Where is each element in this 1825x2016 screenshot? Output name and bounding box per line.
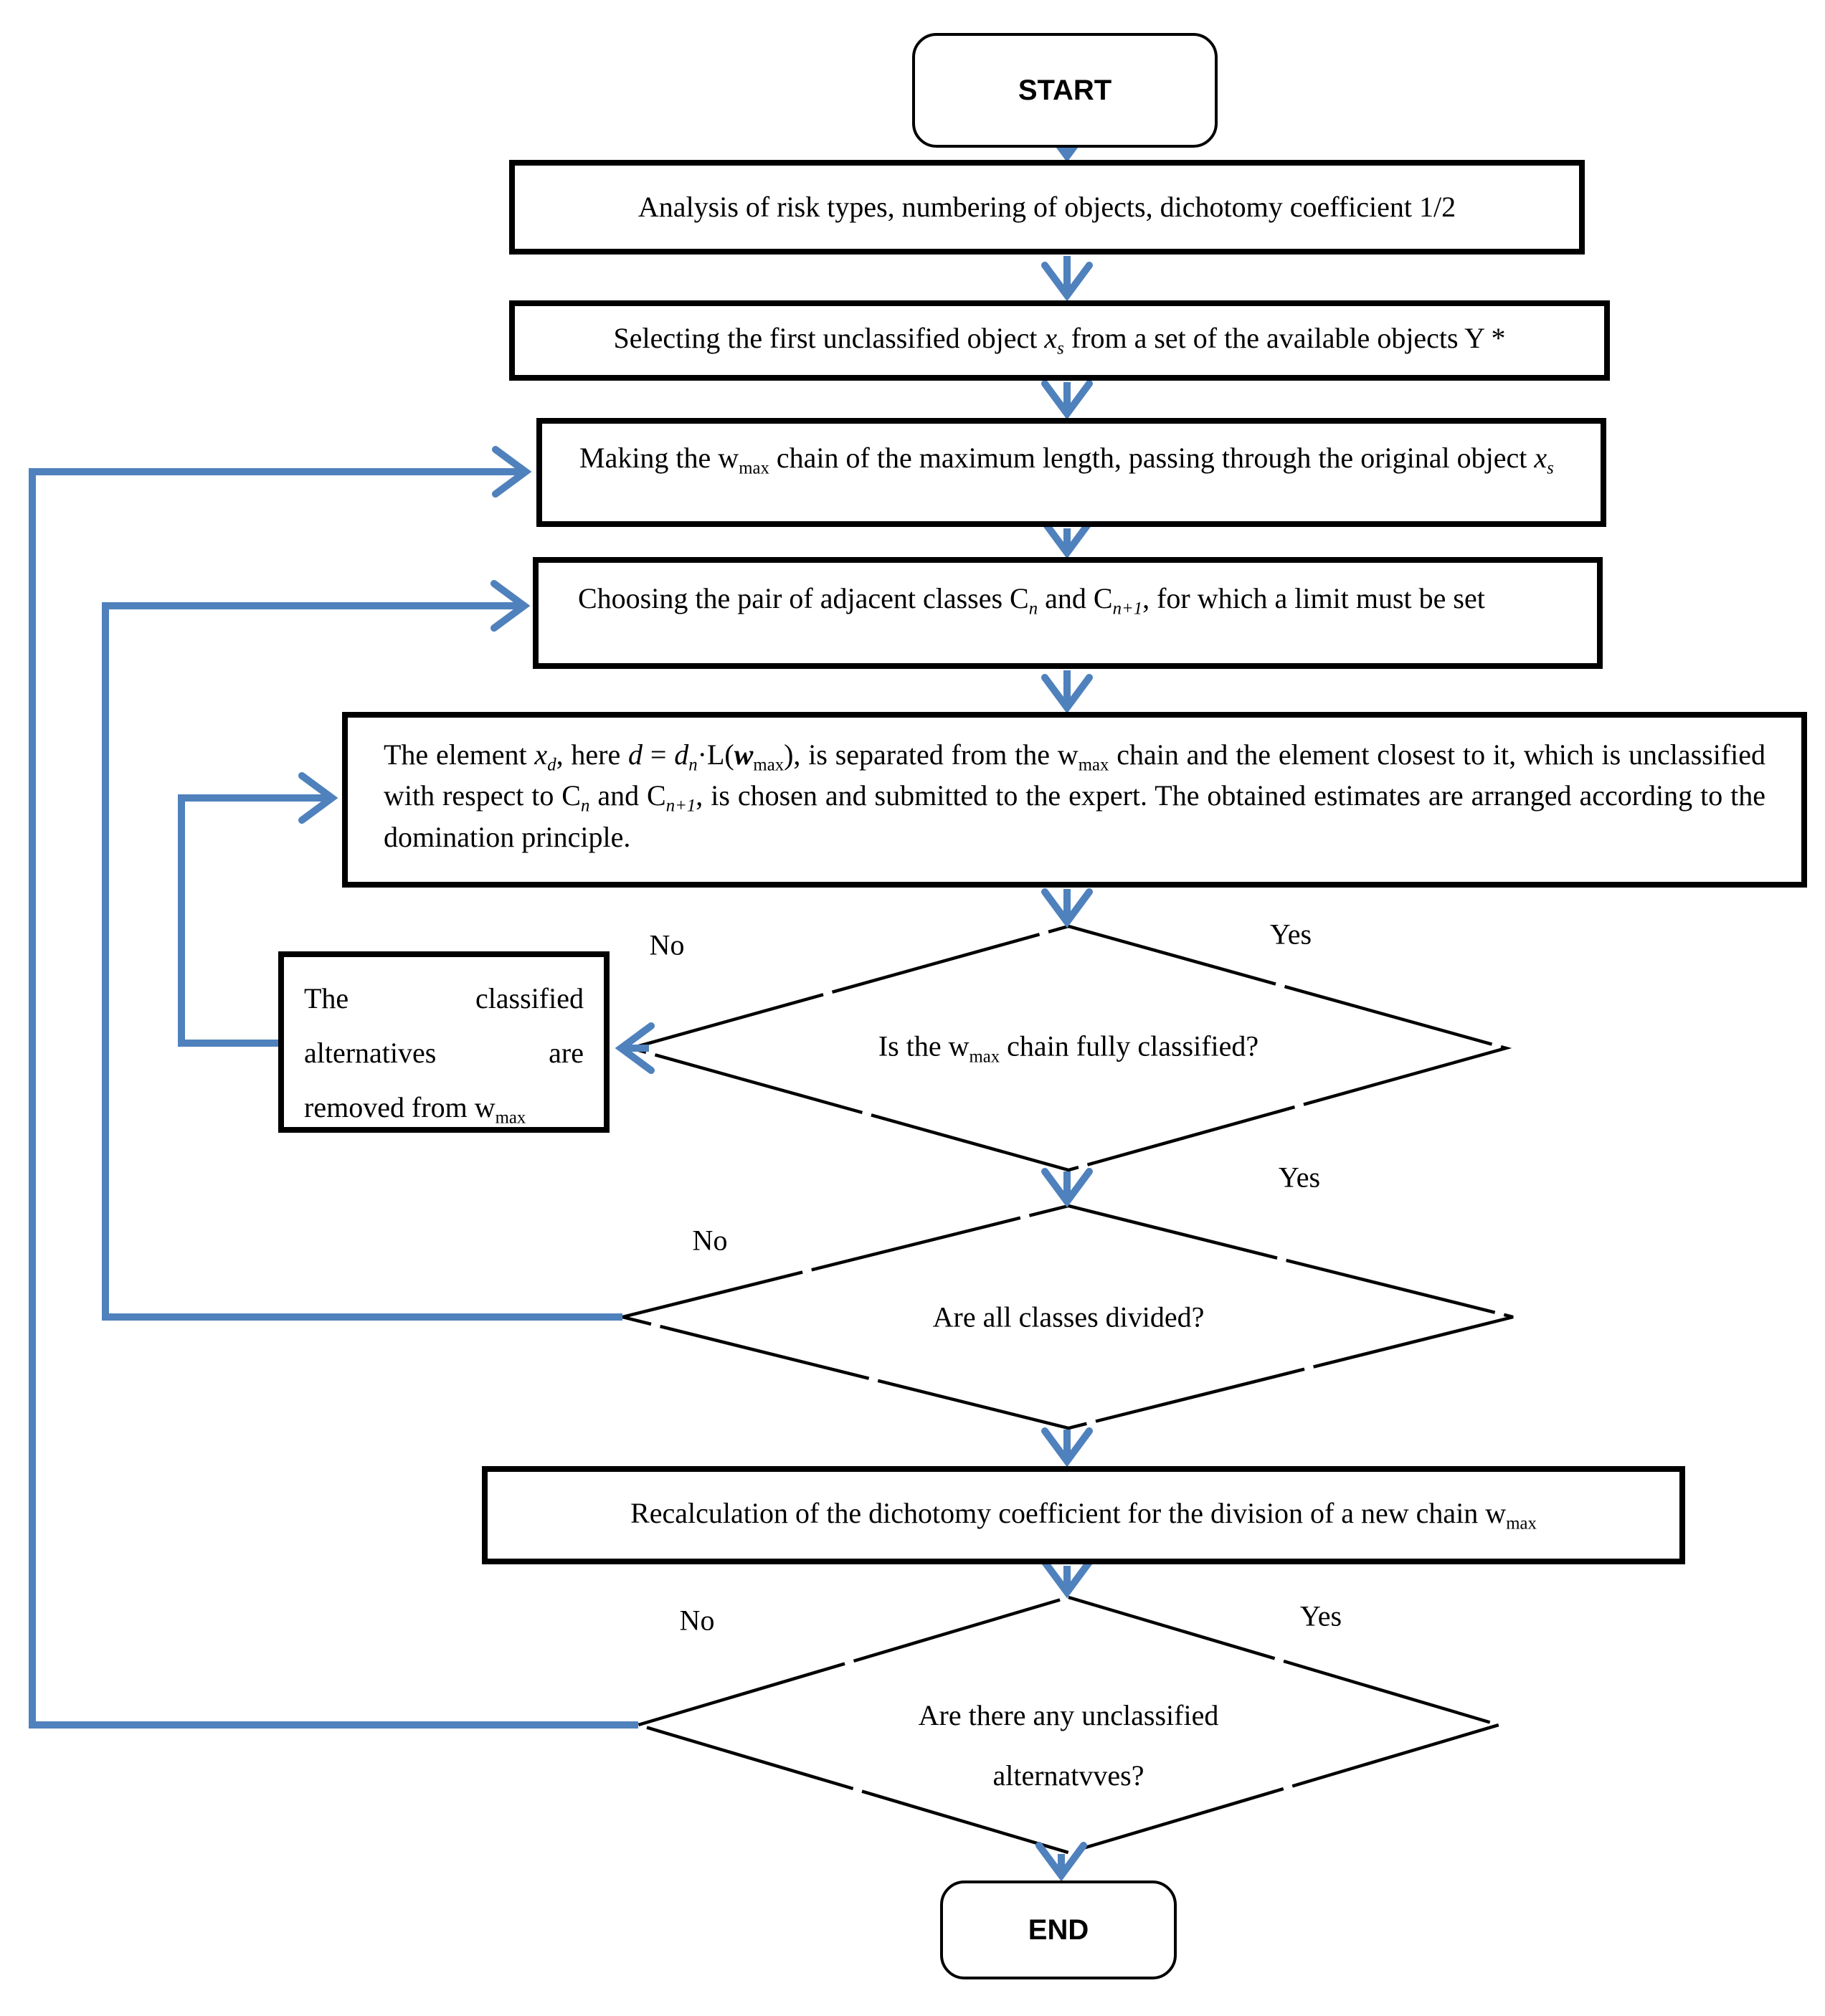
start-terminal: START xyxy=(912,33,1218,148)
process-recalculation-text: Recalculation of the dichotomy coefficie… xyxy=(630,1496,1537,1534)
process-element-text: The element xd, here d = dn·L(wmax), is … xyxy=(384,738,1766,853)
process-element-separation: The element xd, here d = dn·L(wmax), is … xyxy=(342,712,1807,888)
decision-unclassified-line2: alternatvves? xyxy=(992,1759,1144,1792)
process-remove-text: The classified alternatives are removed … xyxy=(304,982,584,1128)
label-d3-yes: Yes xyxy=(1299,1599,1342,1632)
label-d3-no: No xyxy=(679,1604,715,1637)
process-choosing-text: Choosing the pair of adjacent classes Cn… xyxy=(578,582,1485,619)
loop-arrow-unclassified-to-making xyxy=(29,446,638,1729)
process-recalculation: Recalculation of the dichotomy coefficie… xyxy=(482,1466,1685,1564)
process-making-text: Making the wmax chain of the maximum len… xyxy=(579,442,1554,478)
decision-chain-classified-text: Is the wmax chain fully classified? xyxy=(878,1030,1259,1067)
label-d1-yes: Yes xyxy=(1269,918,1312,951)
diamond-unclassified xyxy=(632,1595,1504,1855)
start-label: START xyxy=(1018,74,1112,106)
decision-unclassified-line1: Are there any unclassified xyxy=(918,1699,1219,1731)
decision-unclassified-text: Are there any unclassified alternatvves? xyxy=(919,1685,1219,1806)
loop-arrow-remove-to-element xyxy=(178,772,338,1047)
process-selecting-text: Selecting the first unclassified object … xyxy=(613,322,1506,358)
end-terminal: END xyxy=(940,1881,1177,1979)
loop-arrow-divided-to-choosing xyxy=(102,580,622,1321)
process-choosing-classes: Choosing the pair of adjacent classes Cn… xyxy=(533,557,1603,669)
process-analysis-text: Analysis of risk types, numbering of obj… xyxy=(637,190,1456,223)
process-making-chain: Making the wmax chain of the maximum len… xyxy=(536,418,1606,527)
label-d2-no: No xyxy=(692,1224,728,1257)
end-label: END xyxy=(1028,1913,1089,1946)
process-selecting-object: Selecting the first unclassified object … xyxy=(509,300,1610,381)
process-analysis: Analysis of risk types, numbering of obj… xyxy=(509,160,1585,255)
decision-all-divided-text: Are all classes divided? xyxy=(932,1301,1205,1333)
label-d1-no: No xyxy=(649,928,685,961)
process-remove-classified: The classified alternatives are removed … xyxy=(278,951,610,1133)
label-mid-yes: Yes xyxy=(1278,1161,1321,1194)
